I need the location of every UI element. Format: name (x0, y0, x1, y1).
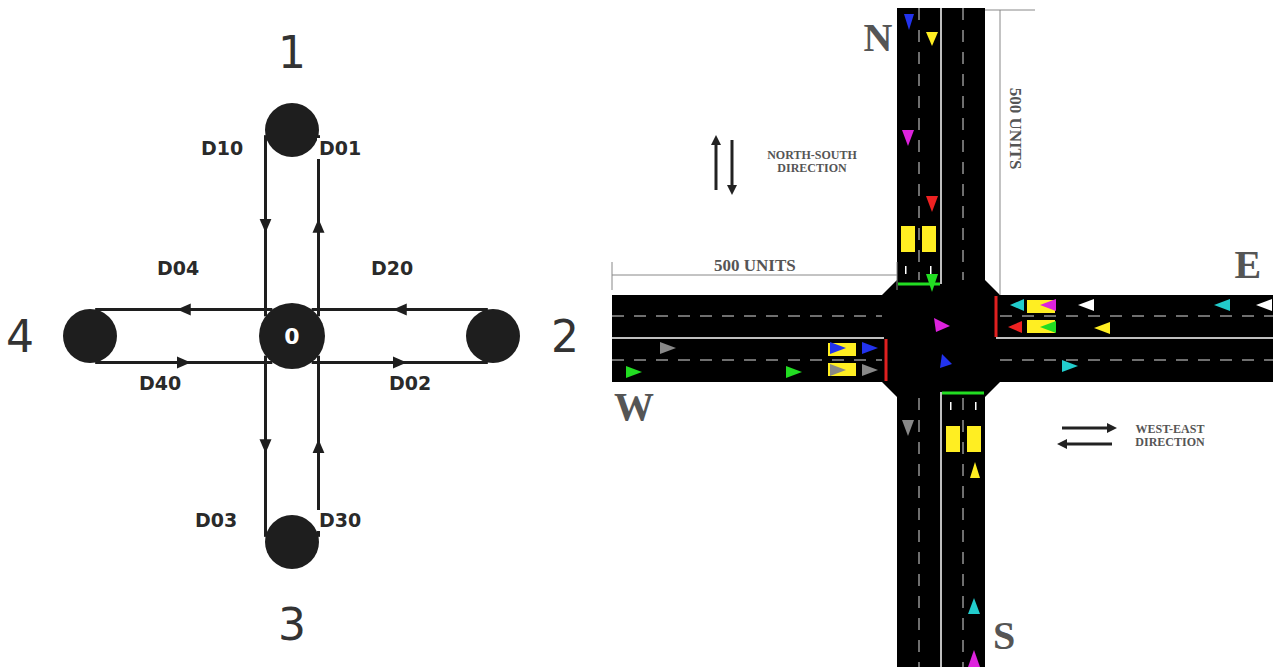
direction-label: WEST-EAST DIRECTION (1120, 423, 1220, 449)
station-circle: 1 (265, 103, 319, 157)
route-label: D40 (137, 373, 183, 394)
dimension-label: 500 UNITS (714, 257, 796, 274)
route-label: D04 (155, 258, 201, 279)
route-arrow (312, 361, 488, 364)
route-label: D01 (317, 138, 363, 159)
route-label: D02 (387, 373, 433, 394)
dimension-label: 500 UNITS (1007, 87, 1024, 169)
compass-letter: W (614, 387, 654, 427)
compass-letter: E (1235, 245, 1262, 285)
route-label: D30 (317, 510, 363, 531)
station-number: 2 (551, 311, 579, 362)
route-arrow (95, 308, 272, 311)
direction-label: NORTH-SOUTH DIRECTION (762, 149, 862, 175)
station-circle: 4 (63, 309, 117, 363)
route-arrow (264, 356, 267, 537)
station-circle: 2 (466, 309, 520, 363)
compass-letter: S (993, 616, 1015, 656)
station-circle: 3 (265, 515, 319, 569)
route-label: D10 (199, 138, 245, 159)
station-number: 1 (278, 27, 306, 78)
route-arrow (312, 308, 488, 311)
route-arrow (317, 135, 320, 316)
route-label: D20 (369, 258, 415, 279)
station-number: 3 (278, 599, 306, 650)
compass-letter: N (864, 18, 893, 58)
route-arrow (95, 361, 272, 364)
node-number: 0 (284, 324, 299, 349)
station-number: 4 (6, 311, 34, 362)
station-circle: 0 (259, 303, 325, 369)
route-label: D03 (193, 510, 239, 531)
route-arrow (264, 135, 267, 316)
